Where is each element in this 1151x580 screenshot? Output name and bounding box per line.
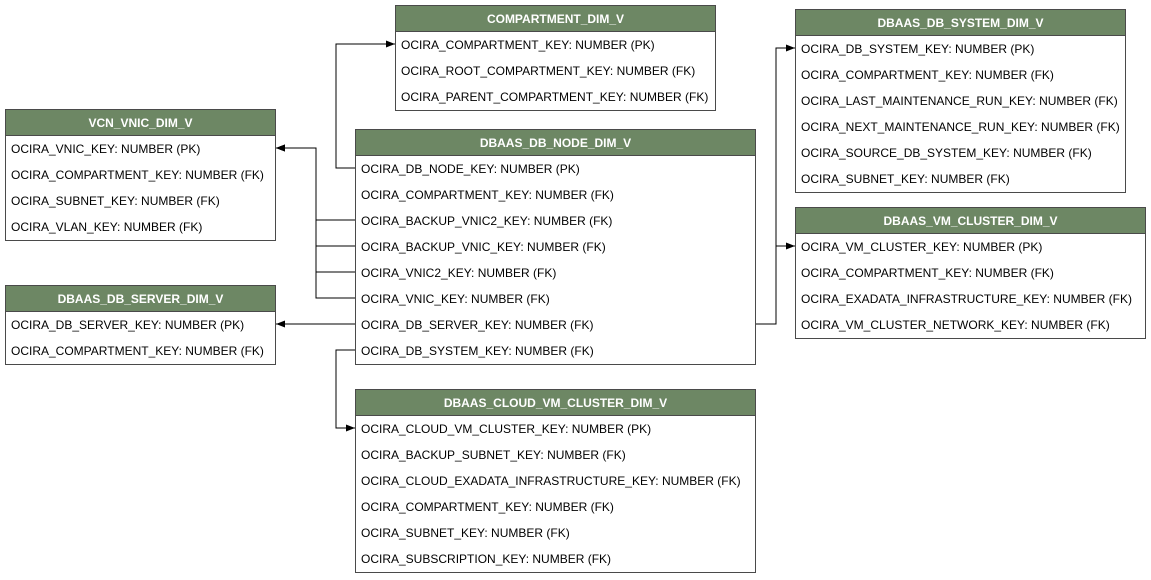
entity-field: OCIRA_COMPARTMENT_KEY: NUMBER (FK) (801, 266, 1054, 280)
entity-field: OCIRA_NEXT_MAINTENANCE_RUN_KEY: NUMBER (… (801, 120, 1120, 134)
entity-field: OCIRA_CLOUD_VM_CLUSTER_KEY: NUMBER (PK) (361, 422, 652, 436)
entity-field: OCIRA_VLAN_KEY: NUMBER (FK) (11, 220, 203, 234)
entity-field: OCIRA_SUBSCRIPTION_KEY: NUMBER (FK) (361, 552, 612, 566)
entity-vcn-vnic-dim-v[interactable]: VCN_VNIC_DIM_V OCIRA_VNIC_KEY: NUMBER (P… (5, 109, 276, 241)
entity-title: COMPARTMENT_DIM_V (396, 6, 715, 32)
entity-field: OCIRA_BACKUP_VNIC2_KEY: NUMBER (FK) (361, 214, 613, 228)
entity-field: OCIRA_COMPARTMENT_KEY: NUMBER (FK) (361, 500, 614, 514)
entity-field: OCIRA_COMPARTMENT_KEY: NUMBER (PK) (401, 38, 655, 52)
entity-title: DBAAS_DB_SERVER_DIM_V (6, 286, 275, 312)
entity-field: OCIRA_SUBNET_KEY: NUMBER (FK) (361, 526, 570, 540)
entity-field: OCIRA_LAST_MAINTENANCE_RUN_KEY: NUMBER (… (801, 94, 1118, 108)
entity-dbaas-db-server-dim-v[interactable]: DBAAS_DB_SERVER_DIM_V OCIRA_DB_SERVER_KE… (5, 285, 276, 365)
entity-field: OCIRA_SUBNET_KEY: NUMBER (FK) (11, 194, 220, 208)
entity-field: OCIRA_COMPARTMENT_KEY: NUMBER (FK) (11, 344, 264, 358)
entity-field: OCIRA_EXADATA_INFRASTRUCTURE_KEY: NUMBER… (801, 292, 1132, 306)
entity-field: OCIRA_COMPARTMENT_KEY: NUMBER (FK) (801, 68, 1054, 82)
entity-dbaas-db-system-dim-v[interactable]: DBAAS_DB_SYSTEM_DIM_V OCIRA_DB_SYSTEM_KE… (795, 9, 1126, 193)
entity-title: DBAAS_DB_NODE_DIM_V (356, 130, 755, 156)
entity-field: OCIRA_PARENT_COMPARTMENT_KEY: NUMBER (FK… (401, 90, 709, 104)
entity-field: OCIRA_DB_NODE_KEY: NUMBER (PK) (361, 162, 580, 176)
entity-field: OCIRA_VM_CLUSTER_NETWORK_KEY: NUMBER (FK… (801, 318, 1110, 332)
entity-dbaas-db-node-dim-v[interactable]: DBAAS_DB_NODE_DIM_V OCIRA_DB_NODE_KEY: N… (355, 129, 756, 365)
entity-field: OCIRA_VNIC_KEY: NUMBER (PK) (11, 142, 201, 156)
entity-dbaas-cloud-vm-cluster-dim-v[interactable]: DBAAS_CLOUD_VM_CLUSTER_DIM_V OCIRA_CLOUD… (355, 389, 756, 573)
relationship-line-4 (276, 144, 355, 299)
entity-field: OCIRA_CLOUD_EXADATA_INFRASTRUCTURE_KEY: … (361, 474, 741, 488)
entity-field: OCIRA_COMPARTMENT_KEY: NUMBER (FK) (361, 188, 614, 202)
entity-field: OCIRA_COMPARTMENT_KEY: NUMBER (FK) (11, 168, 264, 182)
entity-title: DBAAS_VM_CLUSTER_DIM_V (796, 208, 1145, 234)
entity-field: OCIRA_ROOT_COMPARTMENT_KEY: NUMBER (FK) (401, 64, 696, 78)
relationship-line-0 (335, 40, 395, 169)
entity-compartment-dim-v[interactable]: COMPARTMENT_DIM_V OCIRA_COMPARTMENT_KEY:… (395, 5, 716, 111)
entity-field: OCIRA_SUBNET_KEY: NUMBER (FK) (801, 172, 1010, 186)
entity-field: OCIRA_DB_SYSTEM_KEY: NUMBER (FK) (361, 344, 594, 358)
relationship-line-8 (335, 349, 355, 432)
entity-title: VCN_VNIC_DIM_V (6, 110, 275, 136)
entity-field: OCIRA_VNIC2_KEY: NUMBER (FK) (361, 266, 557, 280)
entity-field: OCIRA_SOURCE_DB_SYSTEM_KEY: NUMBER (FK) (801, 146, 1092, 160)
entity-title: DBAAS_CLOUD_VM_CLUSTER_DIM_V (356, 390, 755, 416)
entity-field: OCIRA_DB_SERVER_KEY: NUMBER (PK) (11, 318, 245, 332)
entity-title: DBAAS_DB_SYSTEM_DIM_V (796, 10, 1125, 36)
entity-dbaas-vm-cluster-dim-v[interactable]: DBAAS_VM_CLUSTER_DIM_V OCIRA_VM_CLUSTER_… (795, 207, 1146, 339)
entity-field: OCIRA_VNIC_KEY: NUMBER (FK) (361, 292, 550, 306)
entity-field: OCIRA_BACKUP_VNIC_KEY: NUMBER (FK) (361, 240, 606, 254)
entity-field: OCIRA_DB_SYSTEM_KEY: NUMBER (PK) (801, 42, 1035, 56)
entity-field: OCIRA_DB_SERVER_KEY: NUMBER (FK) (361, 318, 594, 332)
entity-field: OCIRA_BACKUP_SUBNET_KEY: NUMBER (FK) (361, 448, 626, 462)
entity-field: OCIRA_VM_CLUSTER_KEY: NUMBER (PK) (801, 240, 1043, 254)
relationship-line-7 (756, 242, 795, 325)
